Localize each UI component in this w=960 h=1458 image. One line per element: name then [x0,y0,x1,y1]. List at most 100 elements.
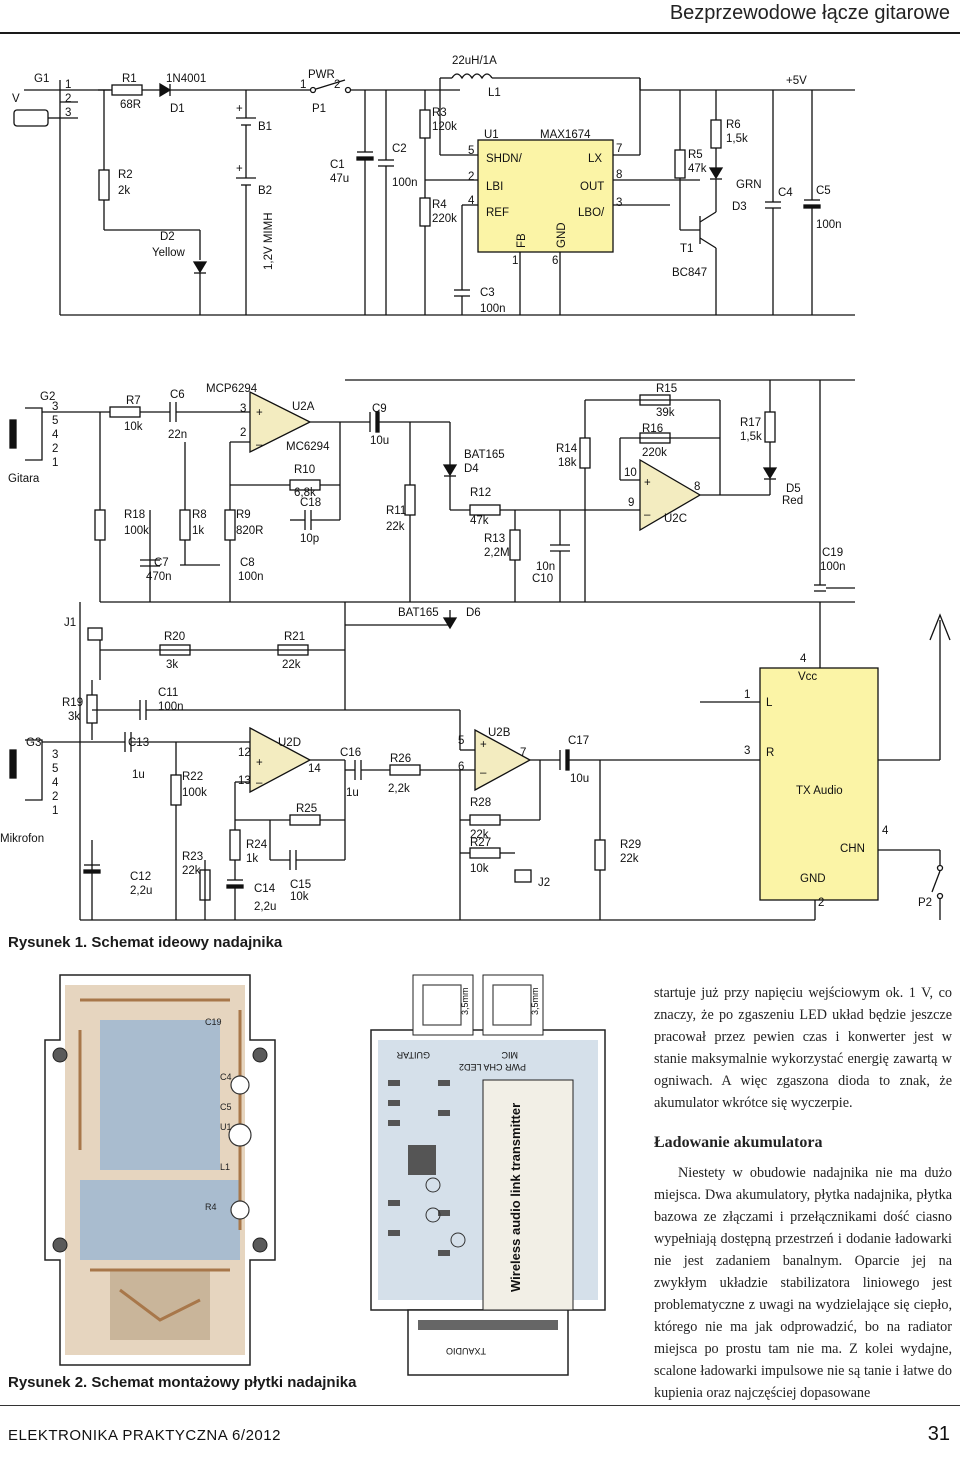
svg-text:FB: FB [516,233,528,248]
svg-text:D3: D3 [732,201,747,213]
svg-text:V: V [12,93,20,105]
svg-text:D4: D4 [464,463,479,475]
svg-text:4: 4 [52,429,59,441]
svg-text:U2B: U2B [488,727,511,739]
svg-text:2,2M: 2,2M [484,547,510,559]
svg-text:R13: R13 [484,533,505,545]
svg-text:1,5k: 1,5k [726,133,748,145]
svg-text:2: 2 [818,897,824,909]
svg-text:+: + [256,407,263,419]
svg-text:G1: G1 [34,73,49,85]
svg-text:G2: G2 [40,391,55,403]
svg-text:10: 10 [624,467,637,479]
svg-text:10u: 10u [370,435,389,447]
svg-text:5: 5 [52,763,58,775]
svg-text:22n: 22n [168,429,187,441]
svg-text:7: 7 [520,747,526,759]
svg-text:1u: 1u [132,769,145,781]
svg-text:4: 4 [468,195,475,207]
svg-text:J1: J1 [64,617,76,629]
svg-text:4: 4 [52,777,59,789]
svg-text:B1: B1 [258,121,272,133]
svg-text:BAT165: BAT165 [464,449,505,461]
svg-text:R6: R6 [726,119,741,131]
svg-text:R10: R10 [294,464,315,476]
svg-text:R29: R29 [620,839,641,851]
svg-text:C11: C11 [158,687,178,699]
svg-text:10k: 10k [290,891,309,903]
svg-text:100n: 100n [480,303,506,315]
svg-text:6: 6 [458,761,464,773]
svg-text:C9: C9 [372,403,387,415]
svg-text:1: 1 [744,689,750,701]
svg-text:18k: 18k [558,457,577,469]
section-heading: Ładowanie akumulatora [654,1134,823,1151]
svg-text:C8: C8 [240,557,255,569]
svg-text:REF: REF [486,207,509,219]
svg-text:–: – [256,777,263,789]
svg-text:R15: R15 [656,383,677,395]
svg-text:1: 1 [52,805,58,817]
svg-text:MC6294: MC6294 [286,441,330,453]
svg-text:C17: C17 [568,735,589,747]
svg-text:5: 5 [468,145,474,157]
svg-text:47k: 47k [470,515,489,527]
svg-text:1: 1 [512,255,518,267]
svg-text:+: + [236,103,243,115]
svg-text:C12: C12 [130,871,151,883]
svg-text:6,8k: 6,8k [294,487,316,499]
svg-text:10k: 10k [470,863,489,875]
svg-text:4: 4 [882,825,889,837]
svg-text:R28: R28 [470,797,491,809]
svg-text:R19: R19 [62,697,83,709]
svg-text:R12: R12 [470,487,491,499]
svg-text:+: + [644,477,651,489]
svg-text:120k: 120k [432,121,457,133]
svg-text:U1: U1 [484,129,499,141]
svg-text:1k: 1k [192,525,204,537]
svg-text:820R: 820R [236,525,264,537]
svg-text:B2: B2 [258,185,272,197]
svg-text:Vcc: Vcc [798,671,817,683]
svg-text:100n: 100n [238,571,264,583]
svg-text:2: 2 [240,427,246,439]
svg-text:C18: C18 [300,497,321,509]
svg-text:68R: 68R [120,99,141,111]
svg-text:+5V: +5V [786,75,807,87]
svg-text:T1: T1 [680,243,693,255]
svg-text:BC847: BC847 [672,267,707,279]
figure-1-caption: Rysunek 1. Schemat ideowy nadajnika [8,934,283,951]
svg-text:D1: D1 [170,103,185,115]
svg-text:PWR CHA LED2: PWR CHA LED2 [459,1062,526,1072]
svg-text:R8: R8 [192,509,207,521]
svg-text:2: 2 [65,93,71,105]
svg-text:D2: D2 [160,231,175,243]
svg-text:C3: C3 [480,287,495,299]
svg-text:OUT: OUT [580,181,604,193]
svg-text:22k: 22k [470,829,489,841]
power-labels: G1 V 123 R1 68R 1N4001 D1 R2 2k D2 Yello… [12,55,842,315]
svg-text:LBI: LBI [486,181,503,193]
svg-text:3,5mm: 3,5mm [460,987,470,1015]
svg-text:R20: R20 [164,631,185,643]
svg-text:GND: GND [800,873,826,885]
svg-text:2,2u: 2,2u [254,901,276,913]
svg-text:1,2V MIMH: 1,2V MIMH [263,212,275,270]
svg-text:C16: C16 [340,747,361,759]
figure-2-caption: Rysunek 2. Schemat montażowy płytki nada… [8,1374,357,1391]
svg-text:R5: R5 [688,149,703,161]
svg-text:–: – [480,767,487,779]
svg-text:C4: C4 [220,1072,232,1082]
svg-text:22k: 22k [282,659,301,671]
svg-text:3k: 3k [166,659,178,671]
svg-text:GRN: GRN [736,179,762,191]
svg-text:C15: C15 [290,879,311,891]
svg-text:100n: 100n [158,701,184,713]
svg-text:3: 3 [52,401,58,413]
article-paragraph: Niestety w obudowie nadajnika nie ma duż… [654,1165,952,1401]
svg-text:R21: R21 [284,631,305,643]
svg-text:–: – [256,439,263,451]
page-footer: ELEKTRONIKA PRAKTYCZNA 6/2012 31 [0,1405,960,1458]
svg-text:J2: J2 [538,877,550,889]
svg-text:2: 2 [52,791,58,803]
